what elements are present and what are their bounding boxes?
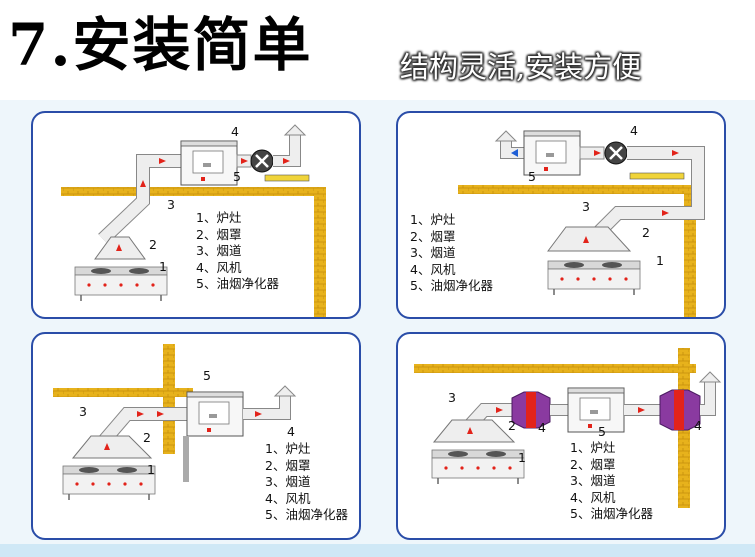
legend-item: 2、烟罩 [265,457,311,473]
label-fan: 4 [630,123,638,138]
diagram-panel-bottom-left: 5 3 2 4 1 1、炉灶 2、烟罩 3、烟道 4、风机 5、油烟净化器 [31,332,361,540]
label-fan: 4 [231,124,239,139]
legend-item: 3、烟道 [410,245,456,260]
label-purifier: 5 [528,169,536,184]
fan-icon [249,148,275,174]
stove [74,266,168,302]
legend-item: 5、油烟净化器 [265,507,348,522]
legend-item: 1、炉灶 [265,441,311,456]
label-purifier: 5 [203,368,211,383]
page-subtitle: 结构灵活,安装方便 [400,50,642,84]
legend-item: 5、油烟净化器 [196,276,279,291]
label-stove: 1 [518,450,526,465]
legend-item: 3、烟道 [196,243,242,258]
ceiling-beam [61,187,326,196]
bottom-bar [0,544,755,557]
label-fan: 4 [694,418,702,433]
legend: 1、炉灶 2、烟罩 3、烟道 4、风机 5、油烟净化器 [410,212,493,295]
legend-item: 4、风机 [196,259,242,275]
legend-item: 4、风机 [265,490,311,506]
legend-item: 5、油烟净化器 [570,506,653,521]
installation-diagram-3 [53,344,297,501]
installation-diagram-2 [458,130,705,317]
legend-item: 5、油烟净化器 [410,278,493,293]
legend: 1、炉灶 2、烟罩 3、烟道 4、风机 5、油烟净化器 [570,440,653,523]
label-stove: 1 [147,462,155,477]
legend-item: 3、烟道 [265,474,311,489]
legend-item: 2、烟罩 [570,456,616,472]
installation-diagram-4 [414,348,722,508]
legend-item: 4、风机 [410,261,456,277]
label-hood: 2 [642,225,650,240]
legend: 1、炉灶 2、烟罩 3、烟道 4、风机 5、油烟净化器 [196,210,279,293]
legend-item: 2、烟罩 [196,226,242,242]
label-hood: 2 [143,430,151,445]
label-duct: 3 [582,199,590,214]
label-fan: 4 [538,420,546,435]
legend-item: 1、炉灶 [570,440,616,455]
legend-item: 2、烟罩 [410,228,456,244]
label-duct: 3 [448,390,456,405]
header: 7.安装简单 结构灵活,安装方便 [0,0,755,100]
label-hood: 2 [508,418,516,433]
diagram-panel-bottom-right: 3 2 4 5 4 1 1、炉灶 2、烟罩 3、烟道 4、风机 5、油烟净化器 [396,332,726,540]
legend-item: 4、风机 [570,489,616,505]
legend-item: 1、炉灶 [196,210,242,225]
page-title: 7.安装简单 [8,11,313,79]
legend-item: 3、烟道 [570,473,616,488]
legend-item: 1、炉灶 [410,212,456,227]
label-purifier: 5 [598,424,606,439]
label-stove: 1 [656,253,664,268]
label-fan: 4 [287,424,295,439]
oil-fume-purifier [180,140,238,186]
diagram-panel-top-right: 4 5 3 2 1 1、炉灶 2、烟罩 3、烟道 4、风机 5、油烟净化器 [396,111,726,319]
legend: 1、炉灶 2、烟罩 3、烟道 4、风机 5、油烟净化器 [265,441,348,524]
label-duct: 3 [79,404,87,419]
diagram-panel-top-left: 4 5 3 2 1 1、炉灶 2、烟罩 3、烟道 4、风机 5、油烟净化器 [31,111,361,319]
wall [314,187,326,317]
label-purifier: 5 [233,169,241,184]
installation-diagram-1 [61,124,326,317]
label-stove: 1 [159,259,167,274]
label-hood: 2 [149,237,157,252]
label-duct: 3 [167,197,175,212]
